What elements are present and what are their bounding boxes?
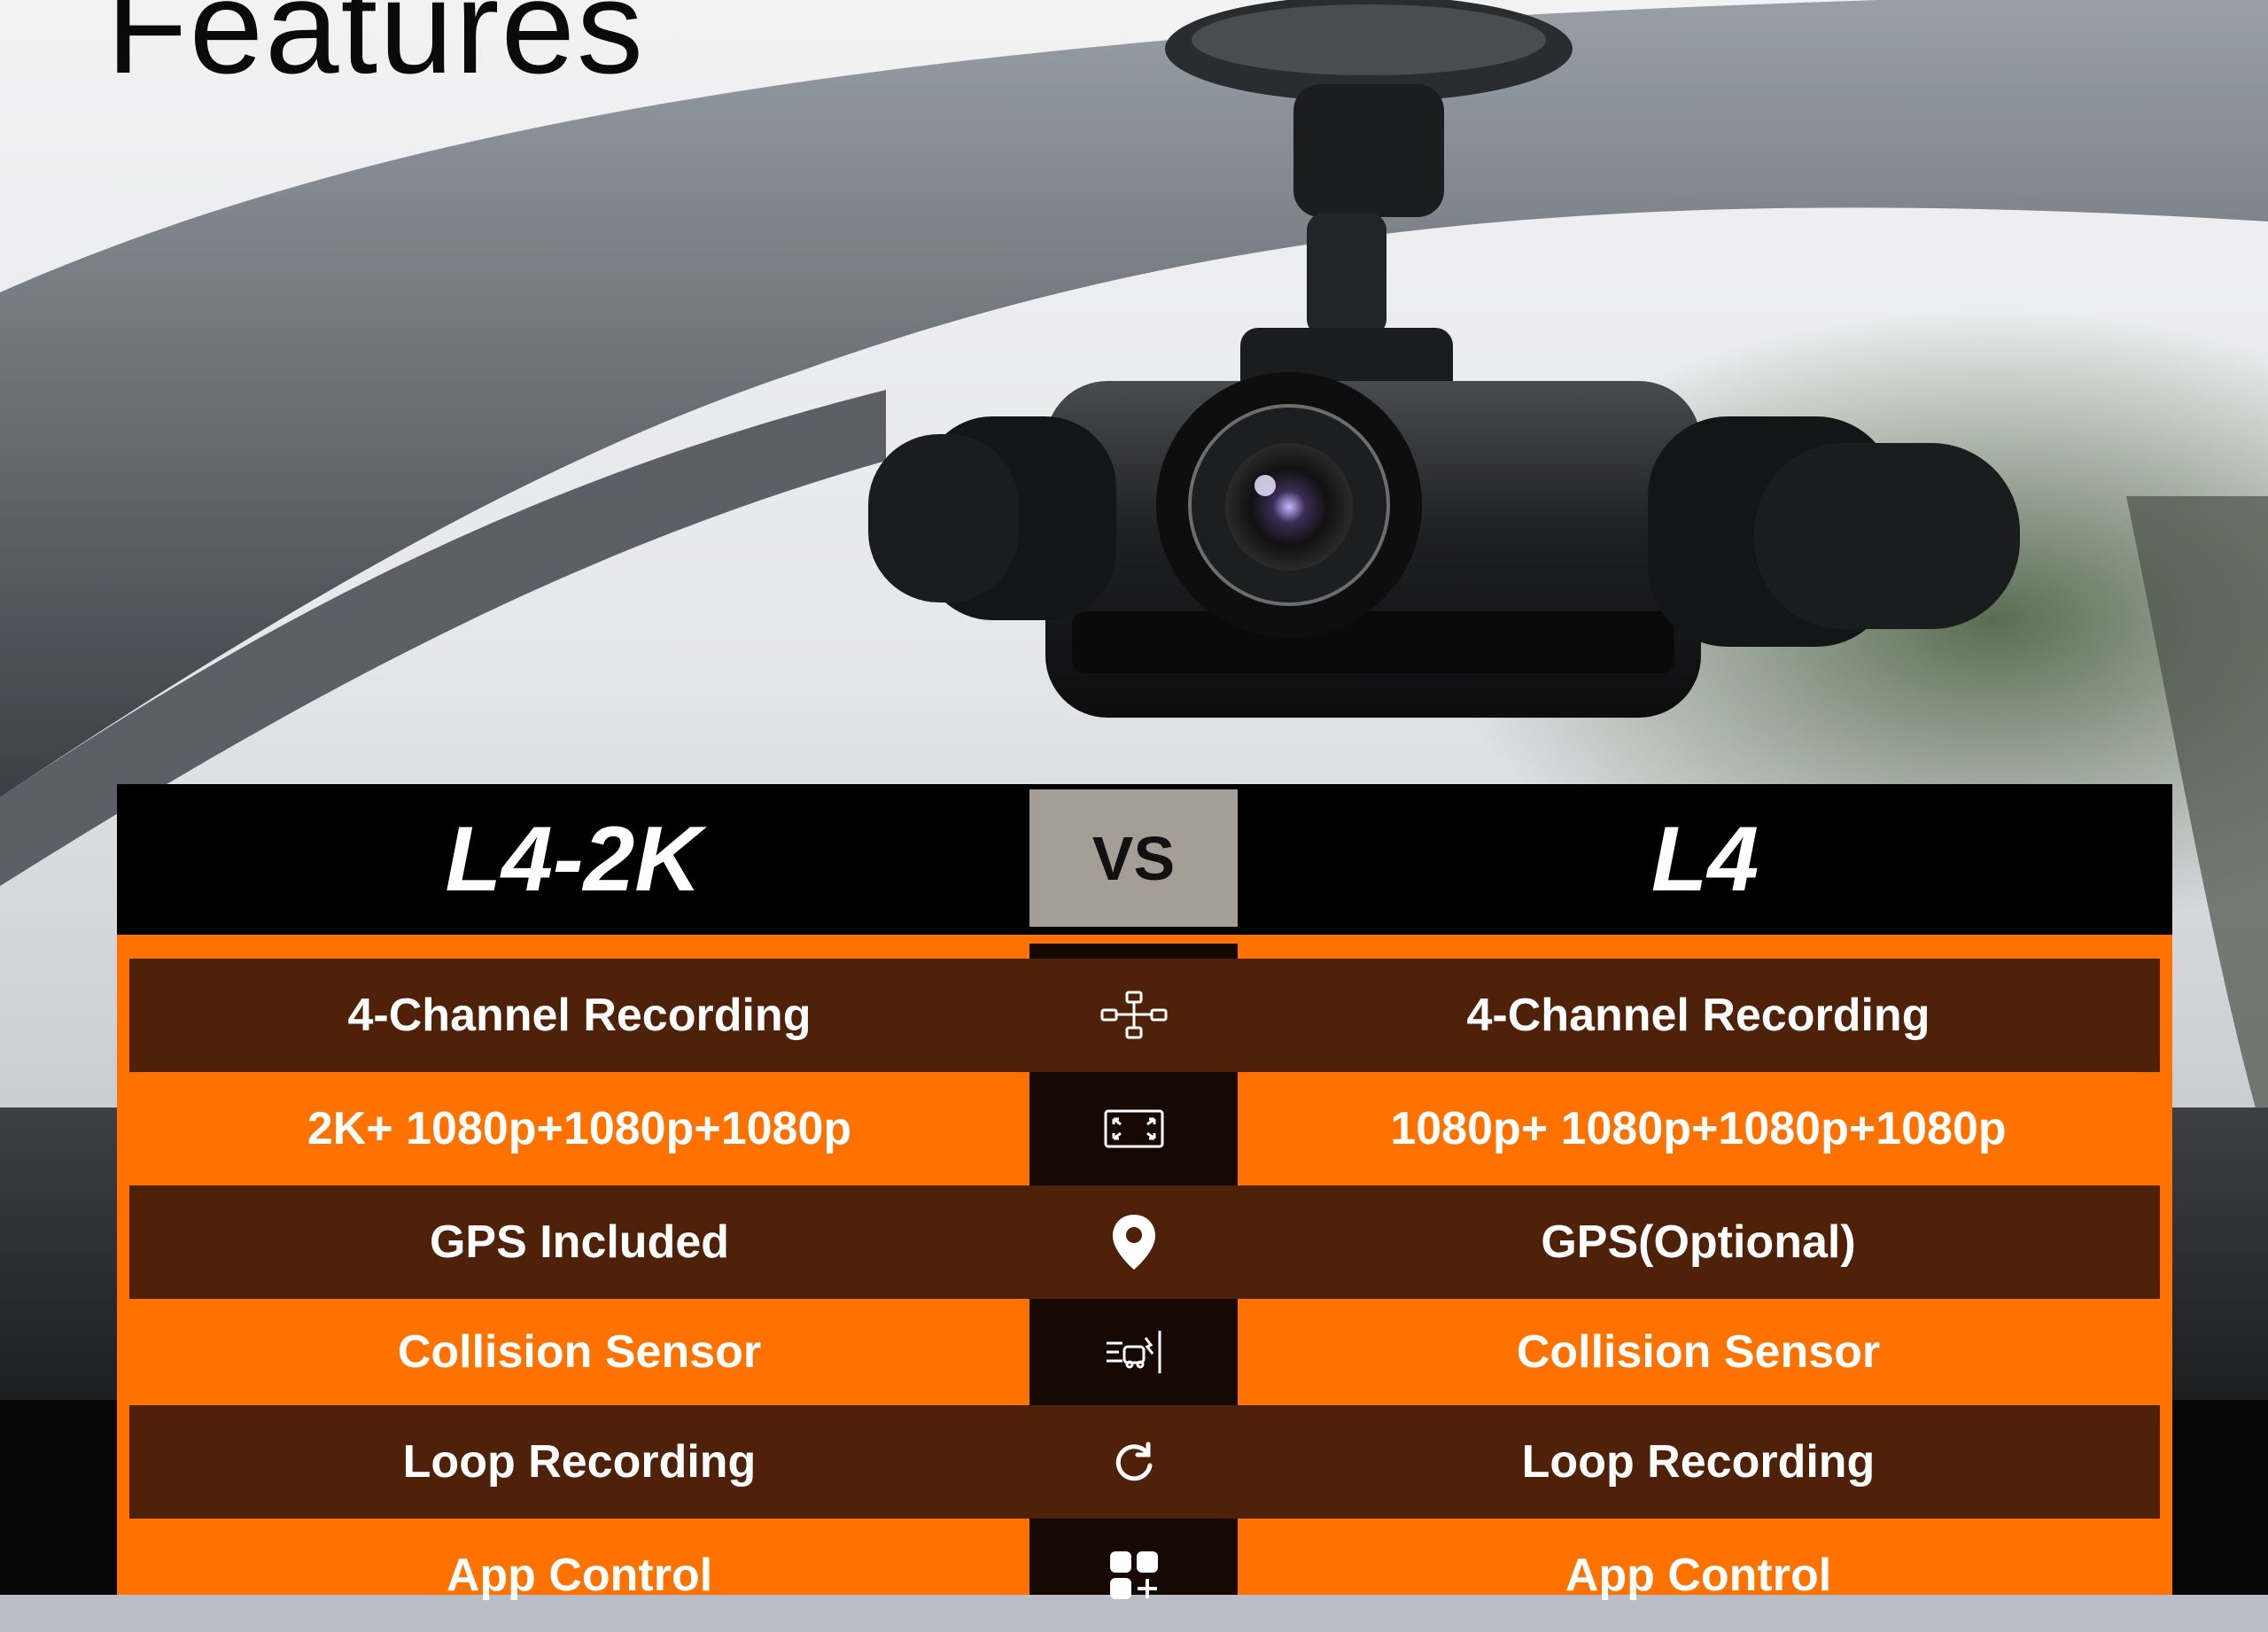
- page-title: Features: [106, 0, 645, 101]
- resolution-frame-icon: [1029, 1072, 1238, 1185]
- feature-row-app: App Control App Control: [117, 1519, 2172, 1632]
- camera-channels-icon: [1029, 959, 1238, 1072]
- feature-row-channels: 4-Channel Recording 4-Channel Recording: [117, 959, 2172, 1072]
- comparison-table: L4-2K VS L4 4-Channel Recording 4-Channe…: [117, 784, 2172, 1601]
- feature-row-gps: GPS Included GPS(Optional): [117, 1185, 2172, 1299]
- right-feature: App Control: [1565, 1550, 1832, 1601]
- left-feature: App Control: [446, 1550, 713, 1601]
- map-pin-icon: [1029, 1185, 1238, 1299]
- left-feature: Collision Sensor: [397, 1326, 762, 1378]
- vs-badge: VS: [1029, 789, 1238, 927]
- feature-row-loop: Loop Recording Loop Recording: [117, 1405, 2172, 1519]
- loop-arrow-icon: [1029, 1405, 1238, 1519]
- app-grid-icon: [1029, 1519, 1238, 1632]
- left-feature: Loop Recording: [402, 1436, 757, 1488]
- collision-icon: [1029, 1299, 1238, 1405]
- right-feature: Collision Sensor: [1516, 1326, 1881, 1378]
- left-feature: 4-Channel Recording: [347, 990, 812, 1041]
- dashcam-illustration: [0, 0, 2268, 1152]
- comparison-body: 4-Channel Recording 4-Channel Recording …: [117, 935, 2172, 1601]
- comparison-header: L4-2K VS L4: [117, 784, 2172, 935]
- right-model-name: L4: [1651, 808, 1759, 911]
- right-feature: 1080p+ 1080p+1080p+1080p: [1390, 1103, 2007, 1154]
- left-feature: 2K+ 1080p+1080p+1080p: [307, 1103, 852, 1154]
- right-feature: Loop Recording: [1521, 1436, 1876, 1488]
- right-feature: 4-Channel Recording: [1466, 990, 1930, 1041]
- right-feature: GPS(Optional): [1541, 1216, 1856, 1268]
- feature-row-collision: Collision Sensor Collision Sensor: [117, 1299, 2172, 1405]
- feature-row-resolution: 2K+ 1080p+1080p+1080p 1080p+ 1080p+1080p…: [117, 1072, 2172, 1185]
- left-feature: GPS Included: [429, 1216, 730, 1268]
- left-model-name: L4-2K: [445, 808, 702, 911]
